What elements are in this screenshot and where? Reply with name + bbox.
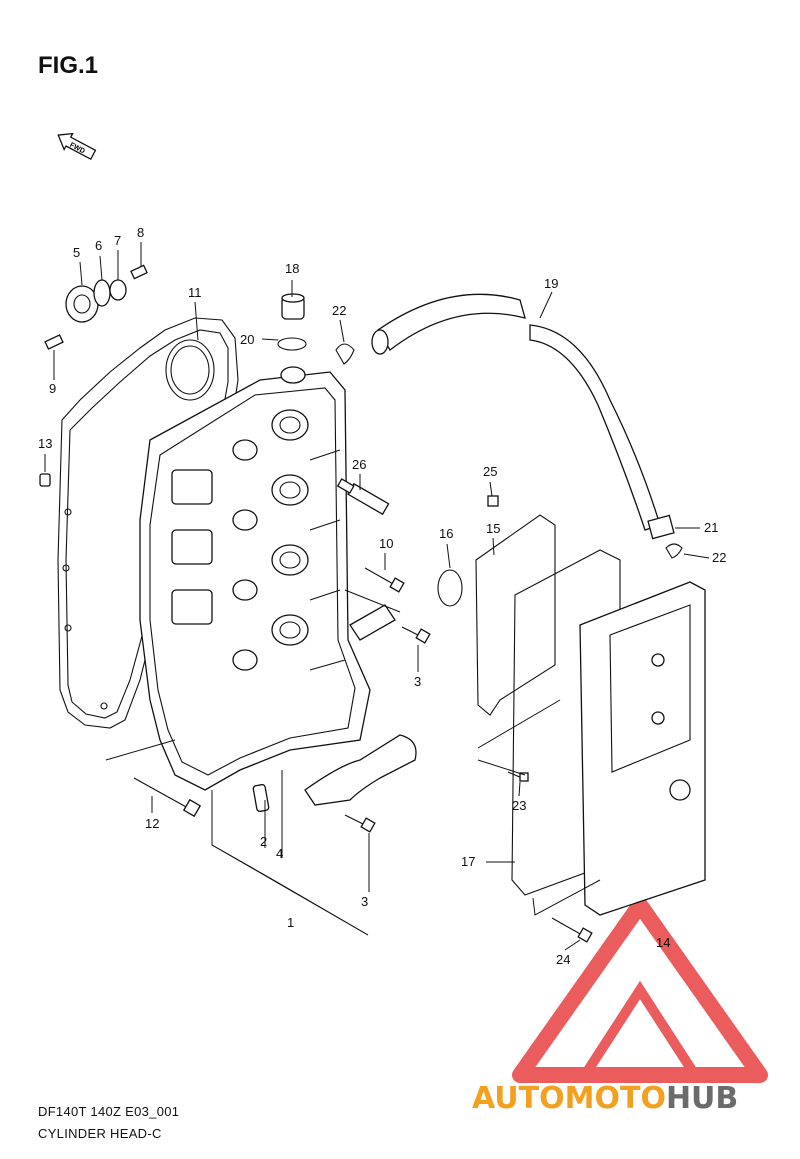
callout-4: 4	[276, 846, 283, 861]
watermark-logo-icon	[512, 897, 768, 1083]
callout-11: 11	[188, 285, 202, 300]
fwd-arrow-icon: FWD	[57, 132, 97, 161]
water-hose	[335, 293, 683, 559]
figure-title: FIG.1	[38, 52, 99, 79]
cylinder-head	[139, 366, 371, 791]
callout-21: 21	[704, 520, 718, 535]
cover-gasket	[475, 514, 556, 716]
watermark-part2: HUB	[666, 1081, 738, 1116]
watermark-text: AUTOMOTOHUB	[472, 1081, 738, 1116]
callout-8: 8	[137, 225, 144, 240]
callout-23: 23	[512, 798, 526, 813]
callout-24: 24	[556, 952, 570, 967]
callout-9: 9	[49, 381, 56, 396]
callout-17: 17	[461, 854, 475, 869]
callout-2: 2	[260, 834, 267, 849]
leader-lines	[105, 589, 601, 936]
callout-13: 13	[38, 436, 52, 451]
callout-3-upper: 3	[414, 674, 421, 689]
bolts	[133, 495, 593, 943]
drain-plug	[277, 293, 307, 351]
thermostat-cover	[44, 264, 148, 350]
callout-15: 15	[486, 521, 500, 536]
callout-25: 25	[483, 464, 497, 479]
callout-18: 18	[285, 261, 299, 276]
watermark-part1: AUTOMOTO	[472, 1081, 666, 1116]
cylinder-head-cover	[579, 581, 706, 916]
callout-5: 5	[73, 245, 80, 260]
figure-code: DF140T 140Z E03_001	[38, 1104, 180, 1119]
callout-3-lower: 3	[361, 894, 368, 909]
label-leaders	[44, 242, 710, 951]
callout-14: 14	[656, 935, 670, 950]
callout-labels: 1 2 3 3 4 5 6 7 8 9 10 11 12 13 14 15 16…	[38, 225, 726, 967]
cam-cap	[304, 604, 417, 806]
callout-22-upper: 22	[332, 303, 346, 318]
callout-12: 12	[145, 816, 159, 831]
callout-22-lower: 22	[712, 550, 726, 565]
callout-20: 20	[240, 332, 254, 347]
spark-plug	[336, 478, 390, 516]
callout-1: 1	[287, 915, 294, 930]
dowel-pin	[39, 473, 51, 487]
callout-19: 19	[544, 276, 558, 291]
callout-16: 16	[439, 526, 453, 541]
callout-6: 6	[95, 238, 102, 253]
o-ring	[437, 569, 463, 607]
callout-26: 26	[352, 457, 366, 472]
callout-10: 10	[379, 536, 393, 551]
callout-7: 7	[114, 233, 121, 248]
figure-name: CYLINDER HEAD-C	[38, 1126, 162, 1141]
